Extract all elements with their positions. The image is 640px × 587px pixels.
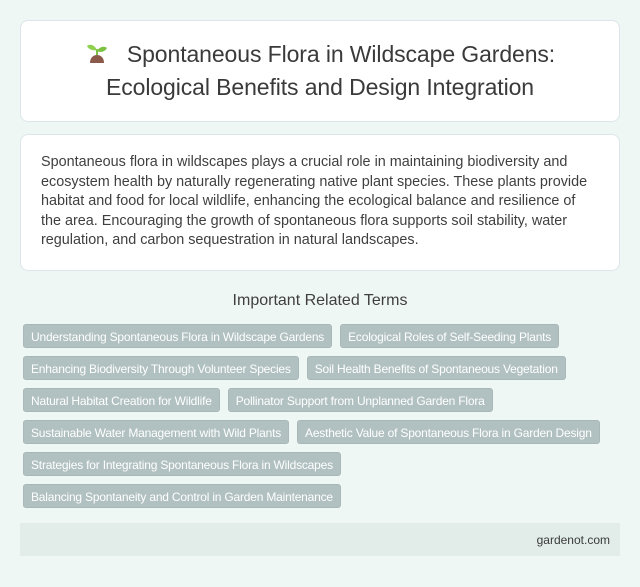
term-tag[interactable]: Natural Habitat Creation for Wildlife [23, 388, 220, 412]
term-tag[interactable]: Aesthetic Value of Spontaneous Flora in … [297, 420, 600, 444]
term-tag[interactable]: Sustainable Water Management with Wild P… [23, 420, 290, 444]
related-terms-list: Understanding Spontaneous Flora in Wilds… [23, 324, 623, 508]
description-card: Spontaneous flora in wildscapes plays a … [20, 134, 620, 271]
description-text: Spontaneous flora in wildscapes plays a … [41, 154, 588, 248]
term-tag[interactable]: Soil Health Benefits of Spontaneous Vege… [306, 356, 566, 380]
term-tag[interactable]: Understanding Spontaneous Flora in Wilds… [23, 324, 333, 348]
footer-site: gardenot.com [536, 532, 610, 547]
related-terms-heading: Important Related Terms [232, 292, 408, 309]
term-tag[interactable]: Pollinator Support from Unplanned Garden… [227, 388, 493, 412]
page-title: Spontaneous Flora in Wildscape Gardens: … [61, 38, 579, 104]
term-tag[interactable]: Strategies for Integrating Spontaneous F… [23, 452, 341, 476]
header-card: Spontaneous Flora in Wildscape Gardens: … [20, 20, 620, 122]
footer: gardenot.com [20, 523, 620, 556]
term-tag[interactable]: Ecological Roles of Self-Seeding Plants [340, 324, 560, 348]
term-tag[interactable]: Balancing Spontaneity and Control in Gar… [23, 484, 341, 508]
seedling-icon [85, 41, 109, 65]
term-tag[interactable]: Enhancing Biodiversity Through Volunteer… [23, 356, 299, 380]
page-title-text: Spontaneous Flora in Wildscape Gardens: … [106, 41, 556, 100]
